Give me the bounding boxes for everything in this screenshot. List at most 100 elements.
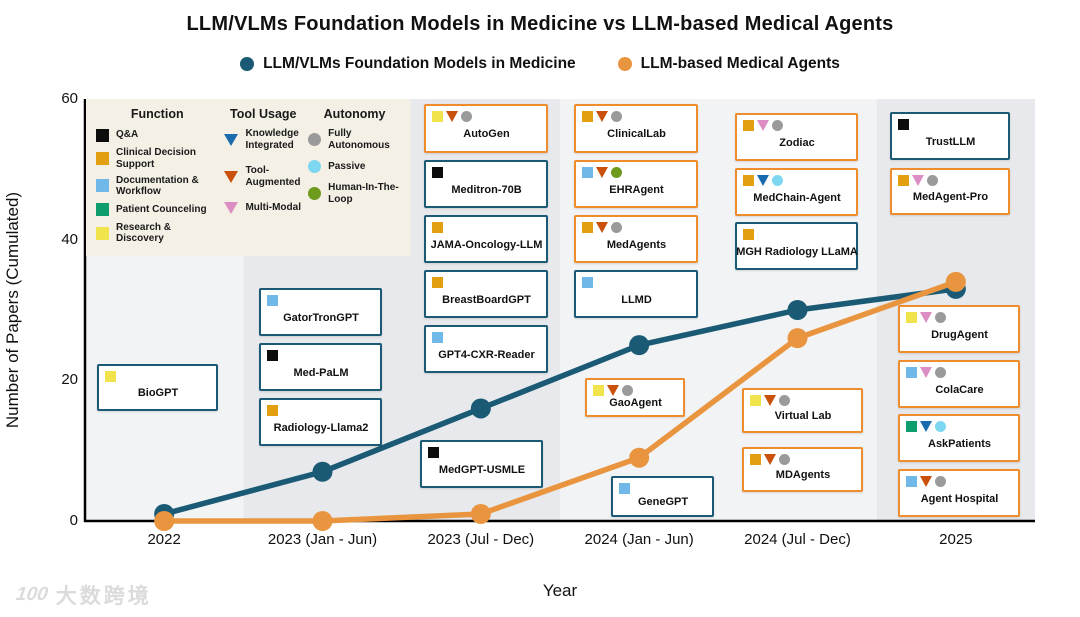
function-square-icon <box>582 166 593 178</box>
autonomy-circle-icon <box>772 174 783 186</box>
y-axis-label: Number of Papers (Cumulated) <box>3 191 22 429</box>
model-box-label: Zodiac <box>779 136 815 149</box>
tool-usage-triangle-icon <box>596 110 608 122</box>
watermark-text: 大数跨境 <box>55 585 152 608</box>
model-box-breastboardgpt: BreastBoardGPT <box>424 270 548 318</box>
legend-item-label: Knowledge Integrated <box>245 128 299 151</box>
model-box-icons <box>619 482 707 494</box>
series-legend-agents: LLM-based Medical Agents <box>617 55 840 73</box>
autonomy-circle-icon <box>611 110 622 122</box>
tool-usage-triangle-icon <box>757 119 769 131</box>
autonomy-circle-icon <box>779 394 790 406</box>
y-tick-label: 0 <box>69 512 78 529</box>
model-box-llmd: LLMD <box>574 270 698 318</box>
legend-item: Multi-Modal <box>224 202 302 214</box>
autonomy-circle-icon <box>935 475 946 487</box>
model-box-icons <box>898 118 1003 130</box>
model-box-label: AskPatients <box>928 437 991 450</box>
autonomy-circle-icon <box>461 110 472 122</box>
autonomy-circle-icon <box>935 366 946 378</box>
legend-item: Passive <box>308 160 401 173</box>
function-square-icon <box>906 475 917 487</box>
function-square-icon <box>750 453 761 465</box>
model-box-label: MedAgents <box>606 238 667 251</box>
model-box-radiology-llama2: Radiology-Llama2 <box>259 398 382 446</box>
model-box-gatortrongpt: GatorTronGPT <box>259 288 382 336</box>
data-point <box>629 335 650 356</box>
model-box-label: MedGPT-USMLE <box>438 463 526 476</box>
model-box-icons <box>743 228 851 240</box>
model-box-label: JAMA-Oncology-LLM <box>430 238 543 251</box>
tool-usage-triangle-icon <box>446 110 458 122</box>
model-box-icons <box>750 453 856 465</box>
model-box-icons <box>582 166 691 178</box>
agents-series-label: LLM-based Medical Agents <box>640 55 840 72</box>
data-point <box>154 511 175 531</box>
legend-item: Fully Autonomous <box>308 128 401 151</box>
function-square-icon <box>750 394 761 406</box>
model-box-icons <box>743 119 851 131</box>
circle-marker-icon <box>308 187 322 200</box>
model-box-icons <box>898 174 1003 186</box>
function-square-icon <box>898 118 909 130</box>
foundation-series-label: LLM/VLMs Foundation Models in Medicine <box>263 55 576 72</box>
watermark-logo-icon: 100 <box>14 584 50 605</box>
model-box-label: MDAgents <box>775 469 831 481</box>
model-box-agent-hospital: Agent Hospital <box>898 469 1020 517</box>
model-box-label: ColaCare <box>935 383 984 396</box>
function-square-icon <box>428 446 439 458</box>
tool-usage-triangle-icon <box>596 221 608 233</box>
x-tick-label: 2024 (Jan - Jun) <box>584 531 694 548</box>
legend-item: Human-In-The-Loop <box>308 182 401 205</box>
model-box-label: TrustLLM <box>925 135 976 148</box>
model-box-icons <box>906 475 1013 487</box>
model-box-med-palm: Med-PaLM <box>259 343 382 391</box>
model-box-trustllm: TrustLLM <box>890 112 1010 160</box>
model-box-label: EHRAgent <box>609 183 664 196</box>
series-legend-foundation: LLM/VLMs Foundation Models in Medicine <box>240 55 576 73</box>
legend-item-label: Multi-Modal <box>245 202 301 214</box>
model-box-label: GeneGPT <box>637 496 689 508</box>
square-marker-icon <box>96 203 109 217</box>
model-box-icons <box>432 331 541 343</box>
square-marker-icon <box>96 179 109 193</box>
model-box-label: AutoGen <box>463 128 510 140</box>
model-box-askpatients: AskPatients <box>898 414 1020 462</box>
model-box-label: Meditron-70B <box>451 183 522 196</box>
model-box-icons <box>428 446 536 458</box>
function-square-icon <box>743 119 754 131</box>
model-box-icons <box>582 221 691 233</box>
function-square-icon <box>906 366 917 378</box>
key-column-header: Autonomy <box>323 107 386 121</box>
model-box-icons <box>267 294 375 306</box>
legend-item: Research & Discovery <box>96 222 218 244</box>
model-box-icons <box>582 276 691 288</box>
triangle-marker-icon <box>224 170 239 183</box>
data-point <box>629 447 650 468</box>
model-box-icons <box>267 404 375 416</box>
data-point <box>312 461 333 482</box>
model-box-icons <box>582 110 691 122</box>
function-square-icon <box>432 221 443 233</box>
series-line-1 <box>161 279 959 524</box>
legend-item-label: Tool-Augmented <box>245 165 301 188</box>
model-box-icons <box>105 370 211 382</box>
model-box-clinicallab: ClinicalLab <box>574 104 698 153</box>
circle-marker-icon <box>308 160 322 173</box>
x-axis-label: Year <box>542 581 578 600</box>
model-box-label: GPT4-CXR-Reader <box>438 348 535 361</box>
legend-item-label: Documentation & Workflow <box>116 174 199 198</box>
function-square-icon <box>898 174 909 186</box>
y-tick-label: 20 <box>61 371 78 389</box>
model-box-icons <box>593 384 678 396</box>
model-box-jama-oncology-llm: JAMA-Oncology-LLM <box>424 215 548 263</box>
function-square-icon <box>267 404 278 416</box>
model-box-icons <box>906 311 1013 323</box>
tool-usage-triangle-icon <box>920 475 932 487</box>
legend-item: Clinical Decision Support <box>96 147 218 170</box>
legend-item: Documentation & Workflow <box>96 174 218 198</box>
legend-item: Patient Counceling <box>96 203 218 217</box>
y-tick-label: 40 <box>61 230 78 248</box>
